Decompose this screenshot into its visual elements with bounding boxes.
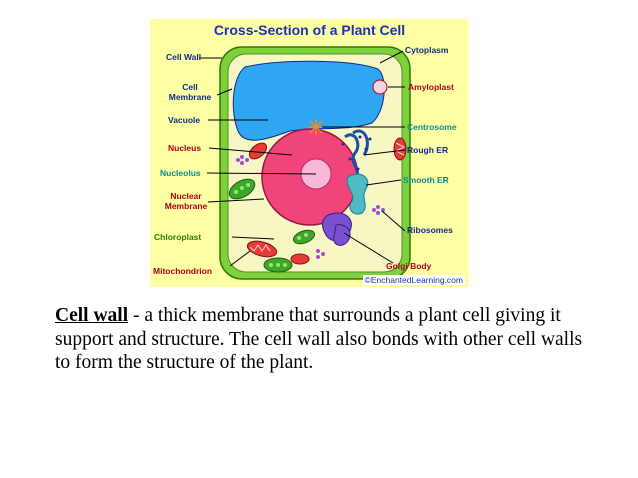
leader-lines [199, 50, 406, 267]
label-cell-wall: Cell Wall [166, 52, 202, 62]
rough-er-shape [344, 129, 369, 180]
label-vacuole: Vacuole [168, 115, 201, 125]
label-nuclear-membrane: Nuclear Membrane [164, 191, 208, 211]
caption-text: - a thick membrane that surrounds a plan… [55, 305, 583, 373]
copyright-notice: ©EnchantedLearning.com [362, 275, 465, 285]
smooth-er-shape [346, 173, 369, 215]
label-nucleus: Nucleus [168, 143, 202, 153]
chloroplast-grana [234, 183, 308, 267]
ribosome-dots-er [341, 135, 372, 171]
golgi-body-shape [321, 212, 352, 246]
label-chloroplast: Chloroplast [154, 232, 202, 242]
cell-illustration [199, 46, 411, 280]
label-golgi-body: Golgi Body [386, 261, 432, 271]
vacuole-shape [232, 60, 385, 141]
label-rough-er: Rough ER [407, 145, 449, 155]
label-nucleolus: Nucleolus [160, 168, 201, 178]
label-cytoplasm: Cytoplasm [405, 45, 449, 55]
label-centrosome: Centrosome [407, 122, 457, 132]
label-mitochondrion: Mitochondrion [153, 266, 213, 276]
caption-term: Cell wall [55, 305, 129, 326]
mitochondria-cristae [249, 142, 406, 252]
caption-paragraph: Cell wall - a thick membrane that surrou… [55, 304, 595, 375]
centrosome-shape [308, 119, 324, 135]
plant-cell-diagram: Cross-Section of a Plant Cell Cell Wall … [150, 19, 469, 287]
label-amyloplast: Amyloplast [408, 82, 454, 92]
amyloplast-shape [372, 79, 388, 95]
diagram-title: Cross-Section of a Plant Cell [213, 22, 406, 38]
label-cell-membrane: Cell Membrane [168, 82, 212, 102]
label-smooth-er: Smooth ER [403, 175, 449, 185]
label-ribosomes: Ribosomes [407, 225, 453, 235]
